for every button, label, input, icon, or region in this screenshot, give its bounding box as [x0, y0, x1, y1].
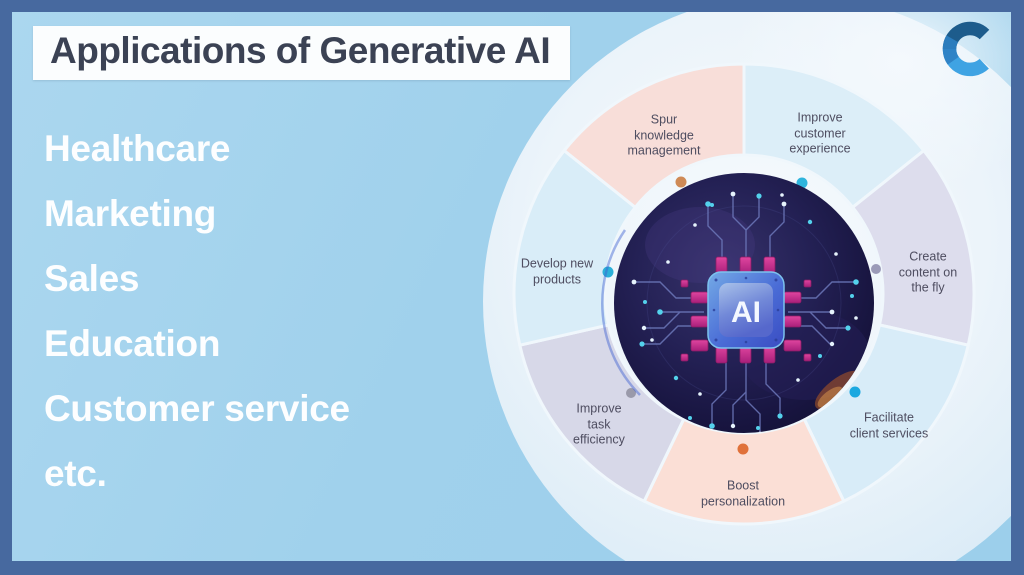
ai-chip: AI — [680, 256, 812, 364]
segment-dot-spur-knowledge-management — [675, 176, 687, 188]
list-item-education: Education — [44, 323, 221, 364]
segment-label-spur-knowledge-management: Spur knowledge management — [627, 112, 701, 158]
segment-label-facilitate-client-services: Facilitate client services — [849, 410, 929, 440]
segment-dot-boost-personalization — [737, 443, 749, 455]
background: AI Spur knowledge management Improve cus… — [12, 12, 1011, 561]
ai-chip-label: AI — [731, 296, 761, 329]
list-item-sales: Sales — [44, 258, 140, 299]
list-item-marketing: Marketing — [44, 193, 217, 234]
segment-dot-develop-new-products — [602, 266, 614, 278]
list-item-customer-service: Customer service — [44, 388, 350, 429]
applications-wheel: AI — [512, 62, 976, 526]
logo-c-icon — [942, 21, 990, 77]
wheel-segments — [512, 62, 976, 526]
segment-dot-facilitate-client-services — [849, 386, 861, 398]
title-box: Applications of Generative AI — [33, 26, 571, 80]
list-item-healthcare: Healthcare — [44, 128, 231, 169]
page-title: Applications of Generative AI — [50, 30, 551, 71]
brand-logo: C — [939, 16, 1003, 80]
ai-core: AI — [601, 173, 874, 433]
segment-label-boost-personalization: Boost personalization — [700, 478, 786, 508]
wheel-segment-spur-knowledge-management — [562, 62, 746, 209]
circuit-traces — [636, 196, 854, 432]
segment-label-improve-customer-experience: Improve customer experience — [789, 110, 851, 156]
list-item-etc: etc. — [44, 453, 107, 494]
segment-dot-create-content-on-the-fly — [871, 264, 881, 274]
applications-list: Healthcare Marketing Sales Education Cus… — [44, 128, 350, 494]
segment-dot-improve-task-efficiency — [626, 388, 636, 398]
segment-label-develop-new-products: Develop new products — [520, 256, 594, 286]
segment-label-create-content-on-the-fly: Create content on the fly — [898, 249, 958, 295]
segment-label-improve-task-efficiency: Improve task efficiency — [573, 401, 625, 447]
